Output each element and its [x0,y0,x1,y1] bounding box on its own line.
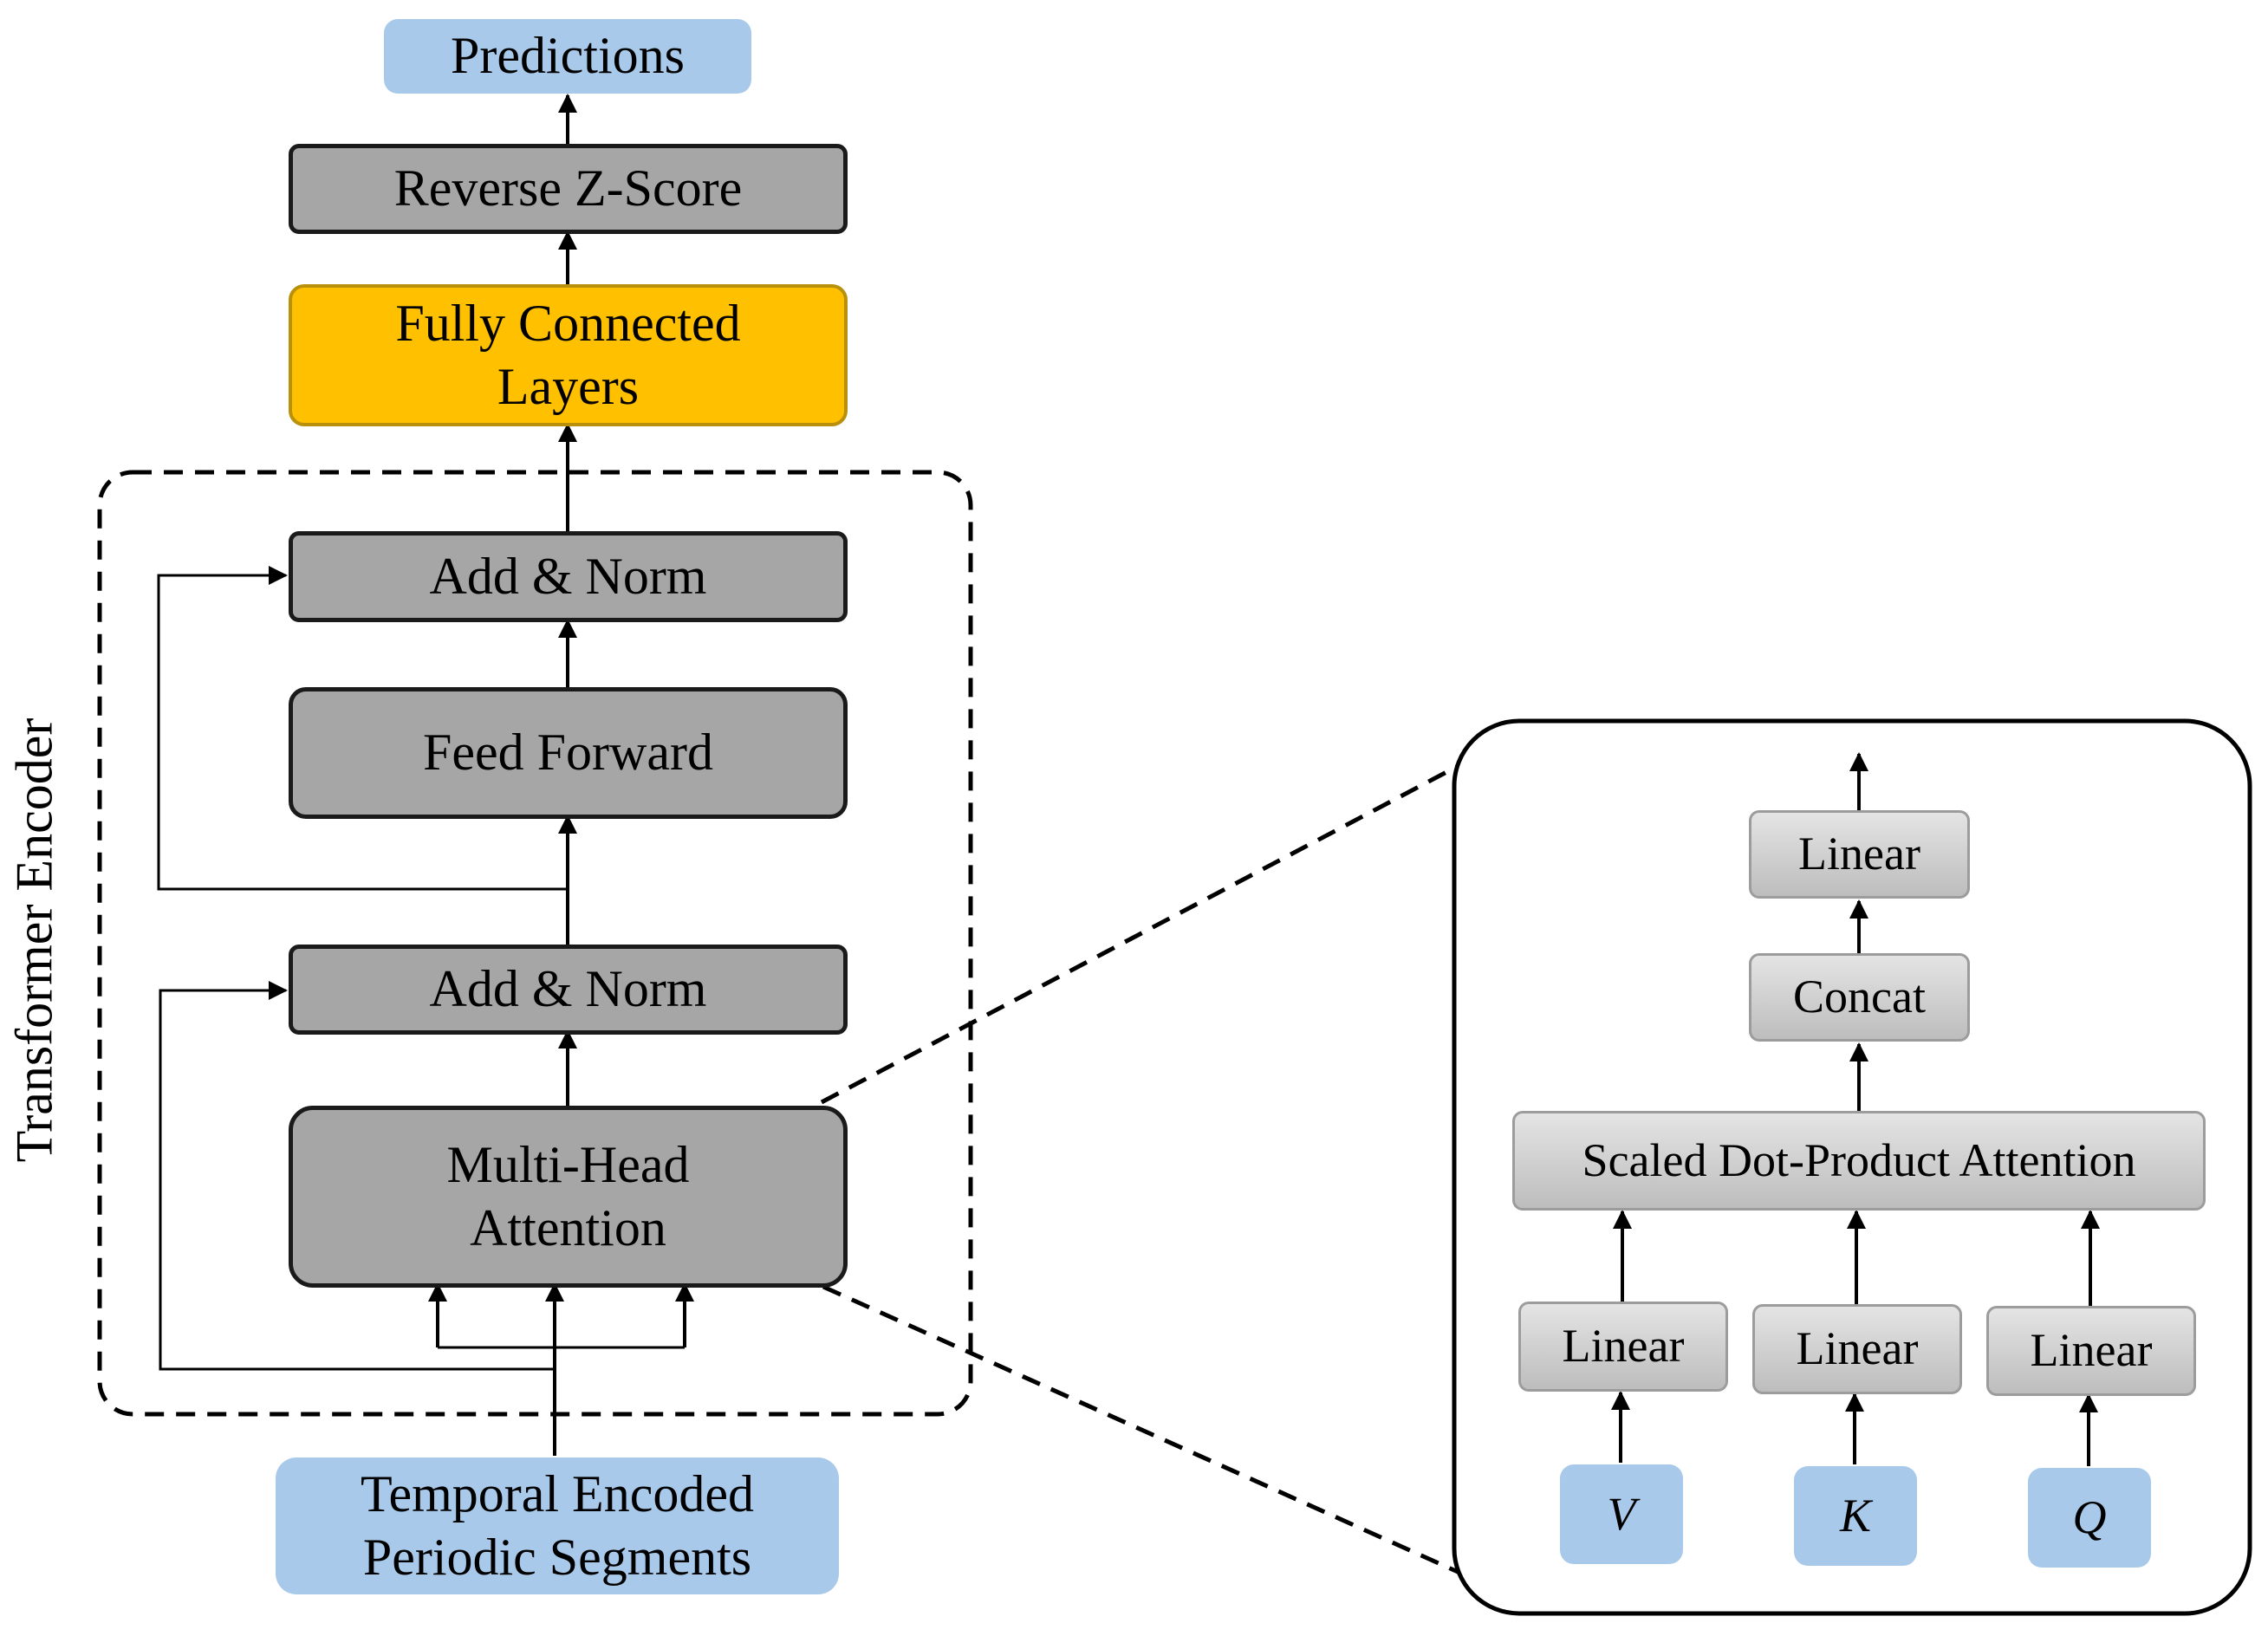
temporal-input-line1: Temporal Encoded [361,1464,754,1522]
residual-ff [157,566,568,891]
detail-v-box: V [1560,1464,1683,1564]
reverse-zscore-label: Reverse Z-Score [393,159,743,217]
fully-connected-box: Fully Connected Layers [289,284,848,426]
transformer-encoder-text: Transformer Encoder [5,717,63,1163]
detail-concat-label: Concat [1793,971,1926,1023]
feed-forward-label: Feed Forward [423,724,713,782]
detail-q-box: Q [2028,1468,2151,1568]
detail-linear-k-box: Linear [1752,1304,1962,1394]
detail-concat-box: Concat [1749,953,1970,1042]
detail-k-label: K [1839,1489,1872,1542]
detail-linear-k-label: Linear [1796,1322,1919,1375]
encoder-frame [97,470,973,1417]
detail-linear-v-box: Linear [1518,1302,1728,1392]
temporal-input-box: Temporal Encoded Periodic Segments [276,1457,839,1594]
add-norm-top-box: Add & Norm [289,531,848,622]
detail-scaled-dot-label: Scaled Dot-Product Attention [1582,1133,2136,1186]
detail-scaled-dot-box: Scaled Dot-Product Attention [1512,1111,2206,1211]
predictions-label: Predictions [451,27,685,85]
multi-head-attention-box: Multi-Head Attention [289,1106,848,1288]
zoom-line-bottom [822,1284,1475,1581]
detail-linear-out-label: Linear [1798,828,1920,880]
detail-linear-out-box: Linear [1749,810,1970,899]
detail-v-label: V [1607,1487,1636,1540]
fully-connected-label-line2: Layers [497,358,640,415]
add-norm-bottom-box: Add & Norm [289,945,848,1035]
zoom-line-top [820,760,1466,1105]
predictions-box: Predictions [384,19,751,94]
fully-connected-label-line1: Fully Connected [395,294,741,352]
reverse-zscore-box: Reverse Z-Score [289,144,848,234]
feed-forward-box: Feed Forward [289,687,848,819]
multi-head-label-line1: Multi-Head [446,1135,690,1193]
residual-mha [159,981,555,1371]
detail-k-box: K [1794,1466,1917,1566]
multi-head-label-line2: Attention [470,1199,666,1256]
detail-linear-q-box: Linear [1986,1306,2196,1396]
detail-linear-v-label: Linear [1562,1320,1685,1373]
detail-q-label: Q [2072,1490,2107,1543]
add-norm-bottom-label: Add & Norm [429,960,707,1018]
temporal-input-line2: Periodic Segments [362,1529,752,1586]
detail-linear-q-label: Linear [2030,1324,2153,1377]
add-norm-top-label: Add & Norm [429,547,707,605]
